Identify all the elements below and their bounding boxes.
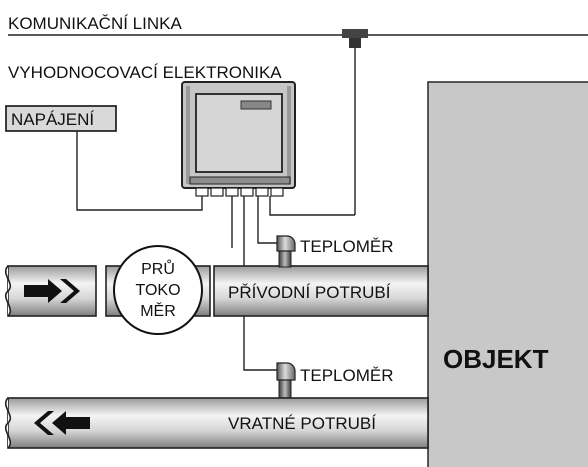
flowmeter-label-line3: MĚR — [140, 301, 176, 320]
t-connector — [342, 29, 368, 215]
evaluation-electronics-label: VYHODNOCOVACÍ ELEKTRONIKA — [8, 63, 282, 82]
power-supply-box: NAPÁJENÍ — [5, 105, 117, 132]
evaluation-electronics-unit — [181, 81, 296, 197]
thermometer-return-label: TEPLOMĚR — [300, 366, 394, 385]
power-supply-label: NAPÁJENÍ — [11, 110, 94, 129]
return-pipe: VRATNÉ POTRUBÍ — [4, 397, 429, 449]
flowmeter-label-line1: PRŮ — [141, 259, 175, 278]
wiring — [76, 131, 355, 371]
communication-line: KOMUNIKAČNÍ LINKA — [8, 14, 588, 36]
thermometer-supply-label: TEPLOMĚR — [300, 237, 394, 256]
flow-direction-left-icon — [34, 411, 90, 435]
flow-direction-right-icon — [24, 279, 80, 303]
return-pipe-label: VRATNÉ POTRUBÍ — [228, 414, 376, 433]
communication-line-label: KOMUNIKAČNÍ LINKA — [8, 14, 182, 33]
supply-pipe: PŘÍVODNÍ POTRUBÍ — [4, 265, 429, 317]
object-block: OBJEKT — [427, 81, 588, 467]
flowmeter: PRŮ TOKO MĚR — [113, 245, 203, 335]
thermometer-return: TEPLOMĚR — [276, 362, 394, 399]
flowmeter-label-line2: TOKO — [135, 282, 180, 299]
supply-pipe-label: PŘÍVODNÍ POTRUBÍ — [228, 283, 391, 302]
thermometer-supply: TEPLOMĚR — [276, 235, 394, 268]
object-label: OBJEKT — [443, 344, 549, 374]
